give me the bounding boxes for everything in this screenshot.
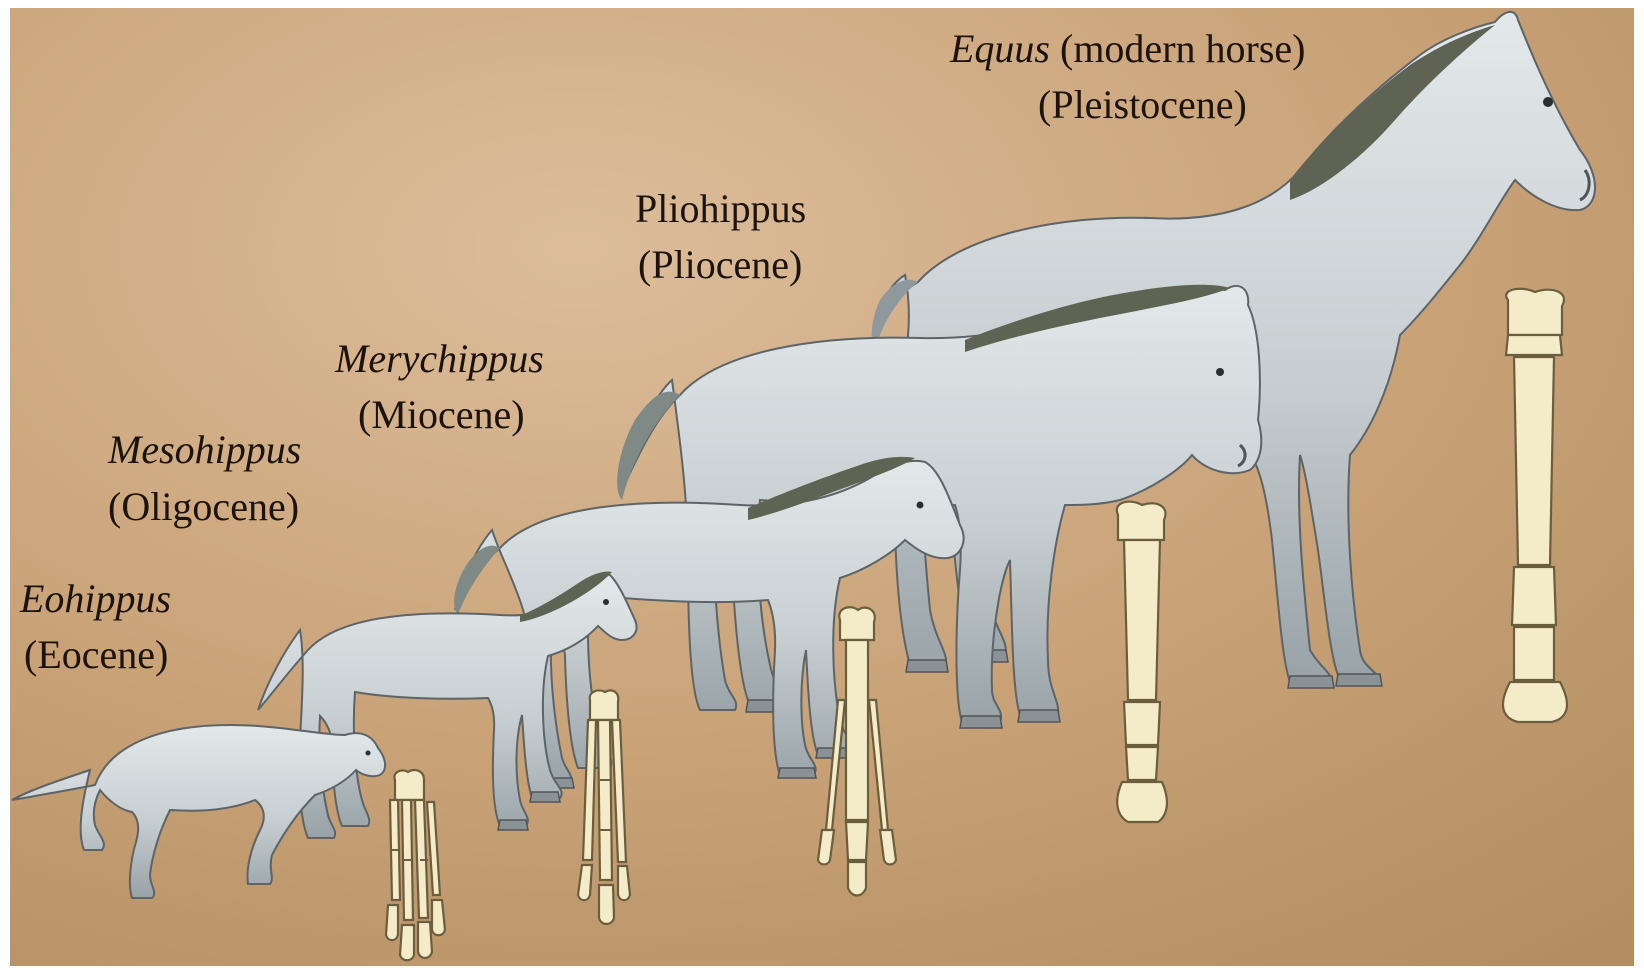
genus-equus: Equus [949, 26, 1050, 71]
genus-eohippus: Eohippus [19, 576, 171, 621]
epoch-pleistocene: (Pleistocene) [1038, 82, 1247, 127]
equus-common-name: (modern horse) [1050, 26, 1305, 71]
epoch-oligocene: (Oligocene) [108, 484, 299, 529]
genus-pliohippus: Pliohippus [635, 186, 806, 231]
epoch-pliocene: (Pliocene) [638, 242, 802, 287]
genus-equus-line: Equus (modern horse) [949, 26, 1305, 71]
genus-mesohippus: Mesohippus [107, 427, 301, 472]
epoch-eocene: (Eocene) [24, 632, 168, 677]
epoch-miocene: (Miocene) [358, 392, 525, 437]
genus-merychippus: Merychippus [334, 336, 544, 381]
